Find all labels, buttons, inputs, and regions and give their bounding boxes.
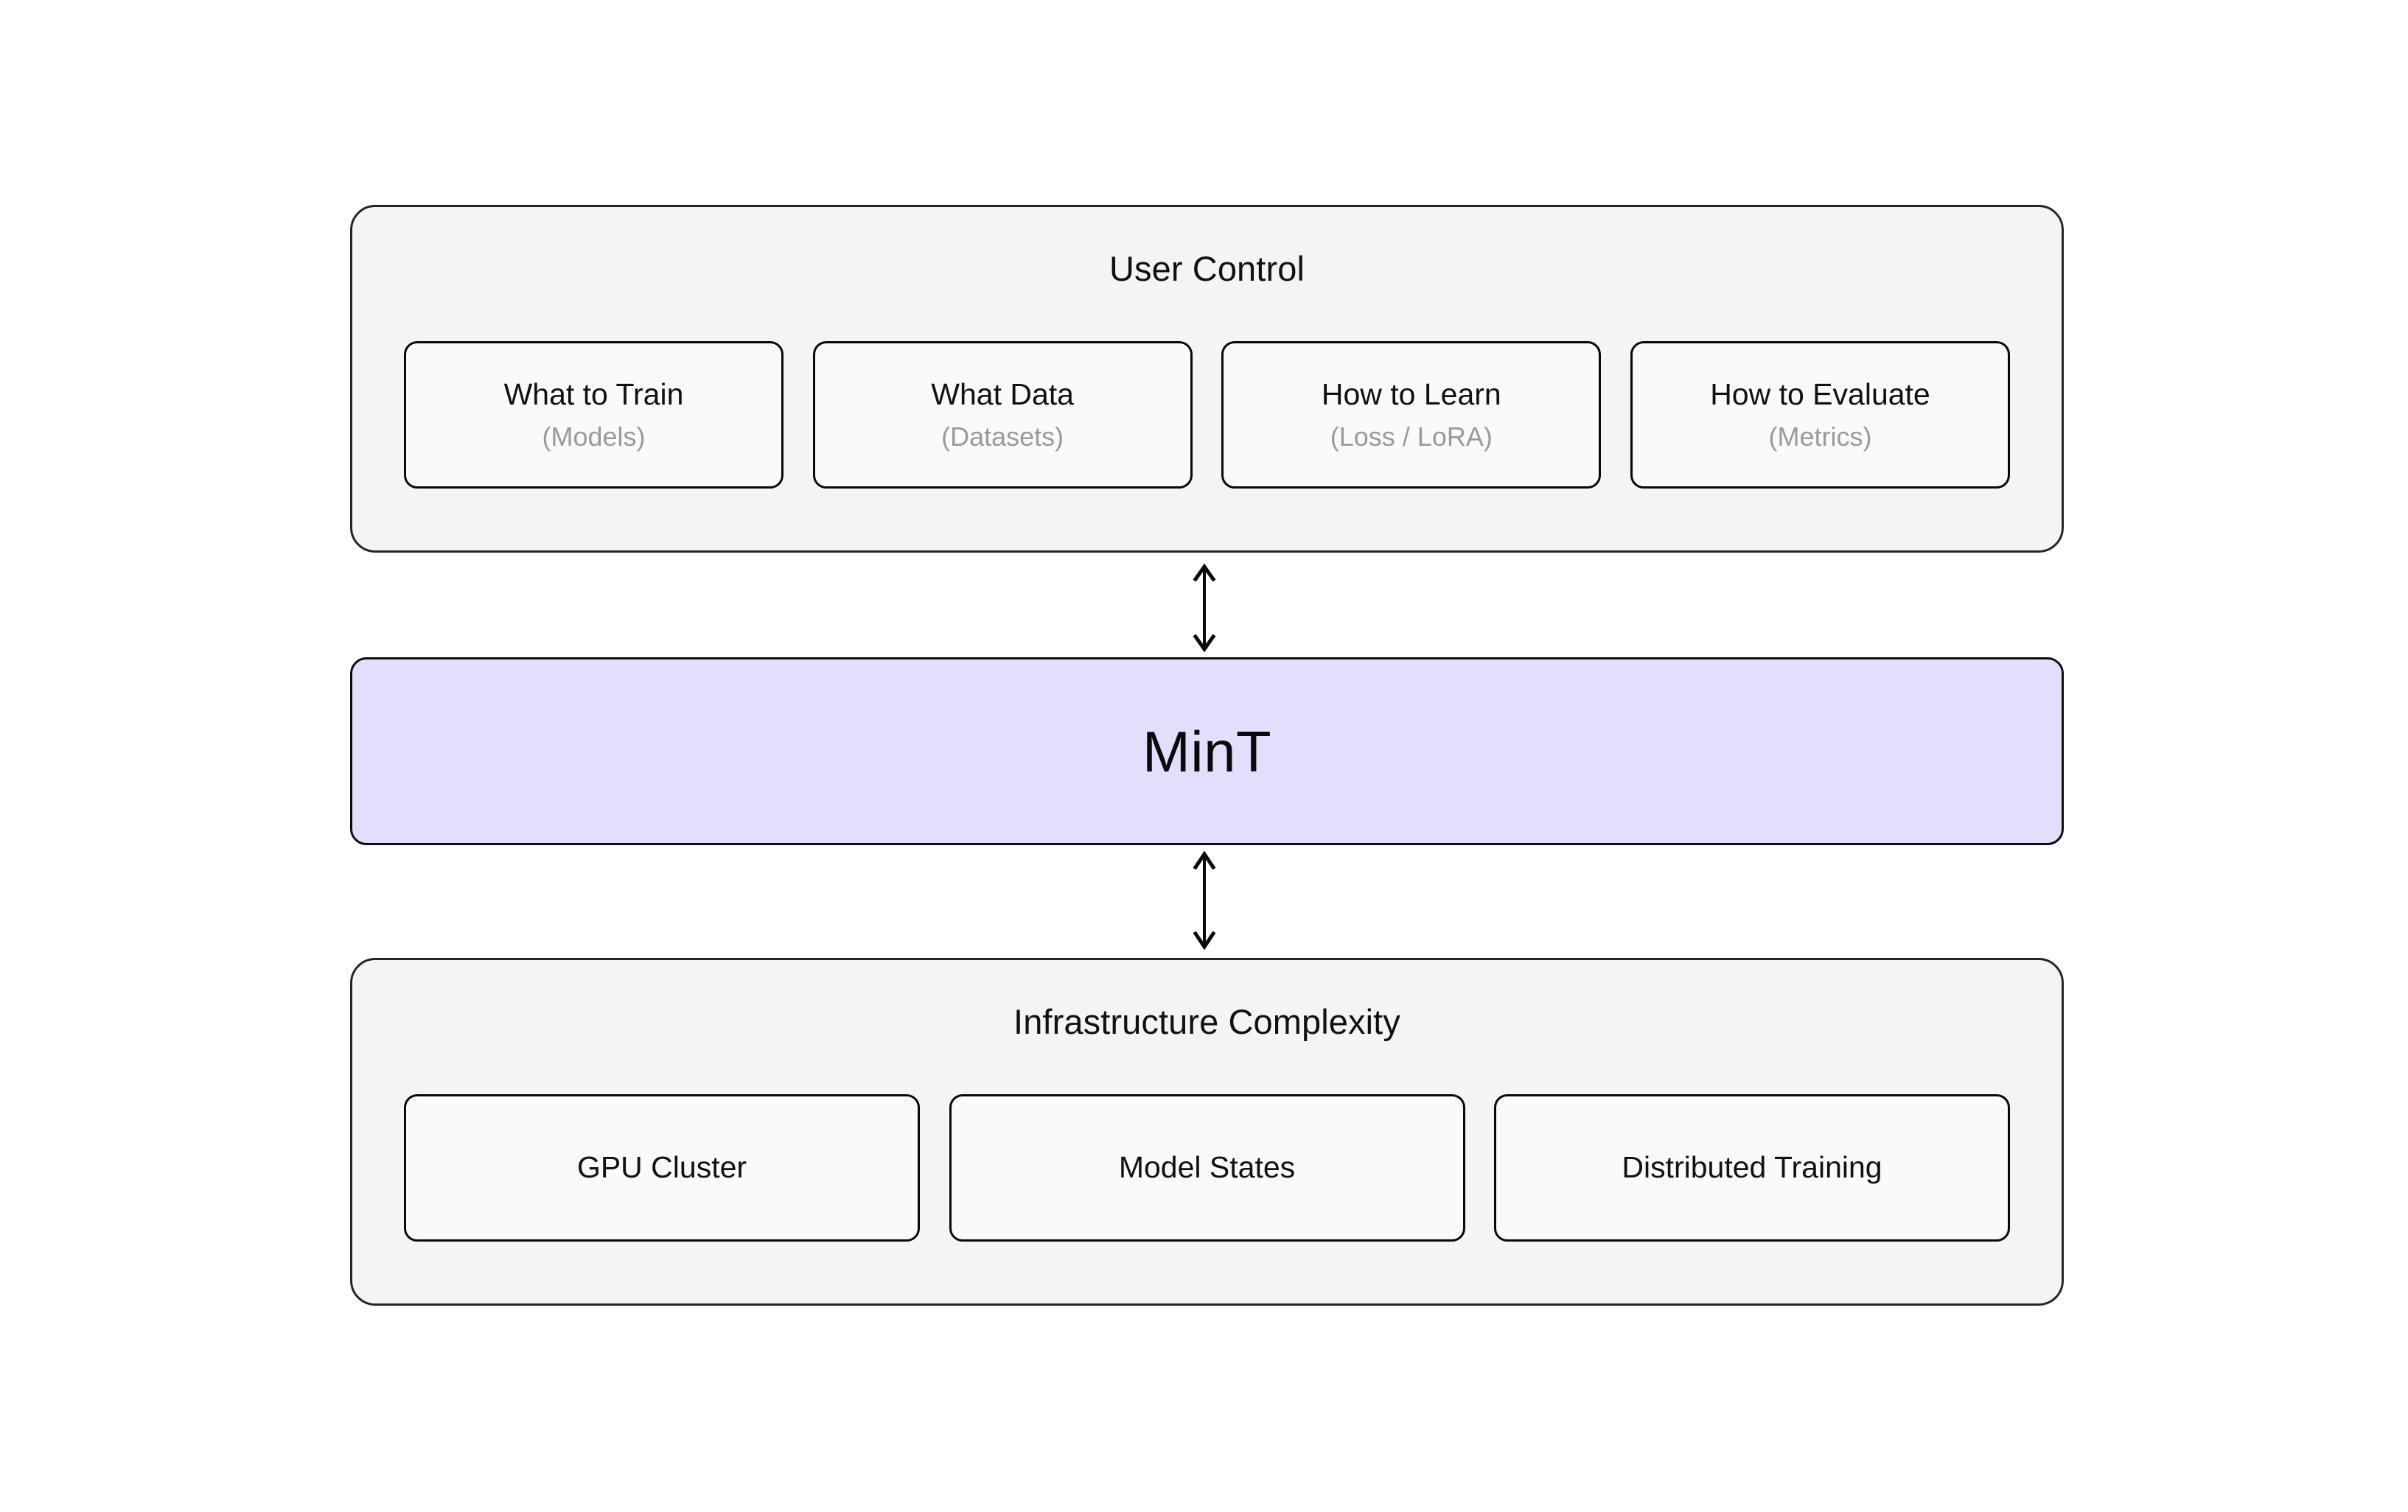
infrastructure-complexity-title: Infrastructure Complexity <box>1013 1002 1400 1041</box>
user-control-card-row: What to Train (Models) What Data (Datase… <box>404 341 2010 489</box>
card-how-to-learn-label: How to Learn <box>1321 377 1501 411</box>
card-what-data[interactable]: What Data (Datasets) <box>812 341 1193 489</box>
card-model-states[interactable]: Model States <box>949 1094 1465 1242</box>
card-gpu-cluster-label: GPU Cluster <box>576 1150 747 1185</box>
card-gpu-cluster[interactable]: GPU Cluster <box>404 1094 920 1242</box>
card-distributed-training[interactable]: Distributed Training <box>1494 1094 2010 1242</box>
card-model-states-label: Model States <box>1118 1150 1296 1185</box>
user-control-title: User Control <box>1109 249 1305 288</box>
card-how-to-learn-sublabel: (Loss / LoRA) <box>1330 421 1493 452</box>
connector-user-control-to-mint <box>1188 563 1221 653</box>
user-control-panel: User Control What to Train (Models) What… <box>350 205 2064 553</box>
card-what-to-train[interactable]: What to Train (Models) <box>404 341 784 489</box>
mint-core-label: MinT <box>1142 718 1272 784</box>
double-headed-arrow-icon <box>1193 850 1216 951</box>
card-how-to-evaluate[interactable]: How to Evaluate (Metrics) <box>1630 341 2010 489</box>
card-what-to-train-sublabel: (Models) <box>542 421 646 452</box>
card-how-to-learn[interactable]: How to Learn (Loss / LoRA) <box>1221 341 1602 489</box>
card-how-to-evaluate-sublabel: (Metrics) <box>1768 421 1872 452</box>
connector-mint-to-infrastructure <box>1188 850 1221 951</box>
infrastructure-card-row: GPU Cluster Model States Distributed Tra… <box>404 1094 2010 1242</box>
mint-core-block[interactable]: MinT <box>350 657 2064 845</box>
card-what-data-label: What Data <box>931 377 1074 411</box>
card-what-to-train-label: What to Train <box>503 377 684 411</box>
card-how-to-evaluate-label: How to Evaluate <box>1710 377 1930 411</box>
infrastructure-complexity-panel: Infrastructure Complexity GPU Cluster Mo… <box>350 958 2064 1306</box>
card-distributed-training-label: Distributed Training <box>1622 1150 1882 1185</box>
card-what-data-sublabel: (Datasets) <box>941 421 1064 452</box>
double-headed-arrow-icon <box>1193 563 1216 653</box>
